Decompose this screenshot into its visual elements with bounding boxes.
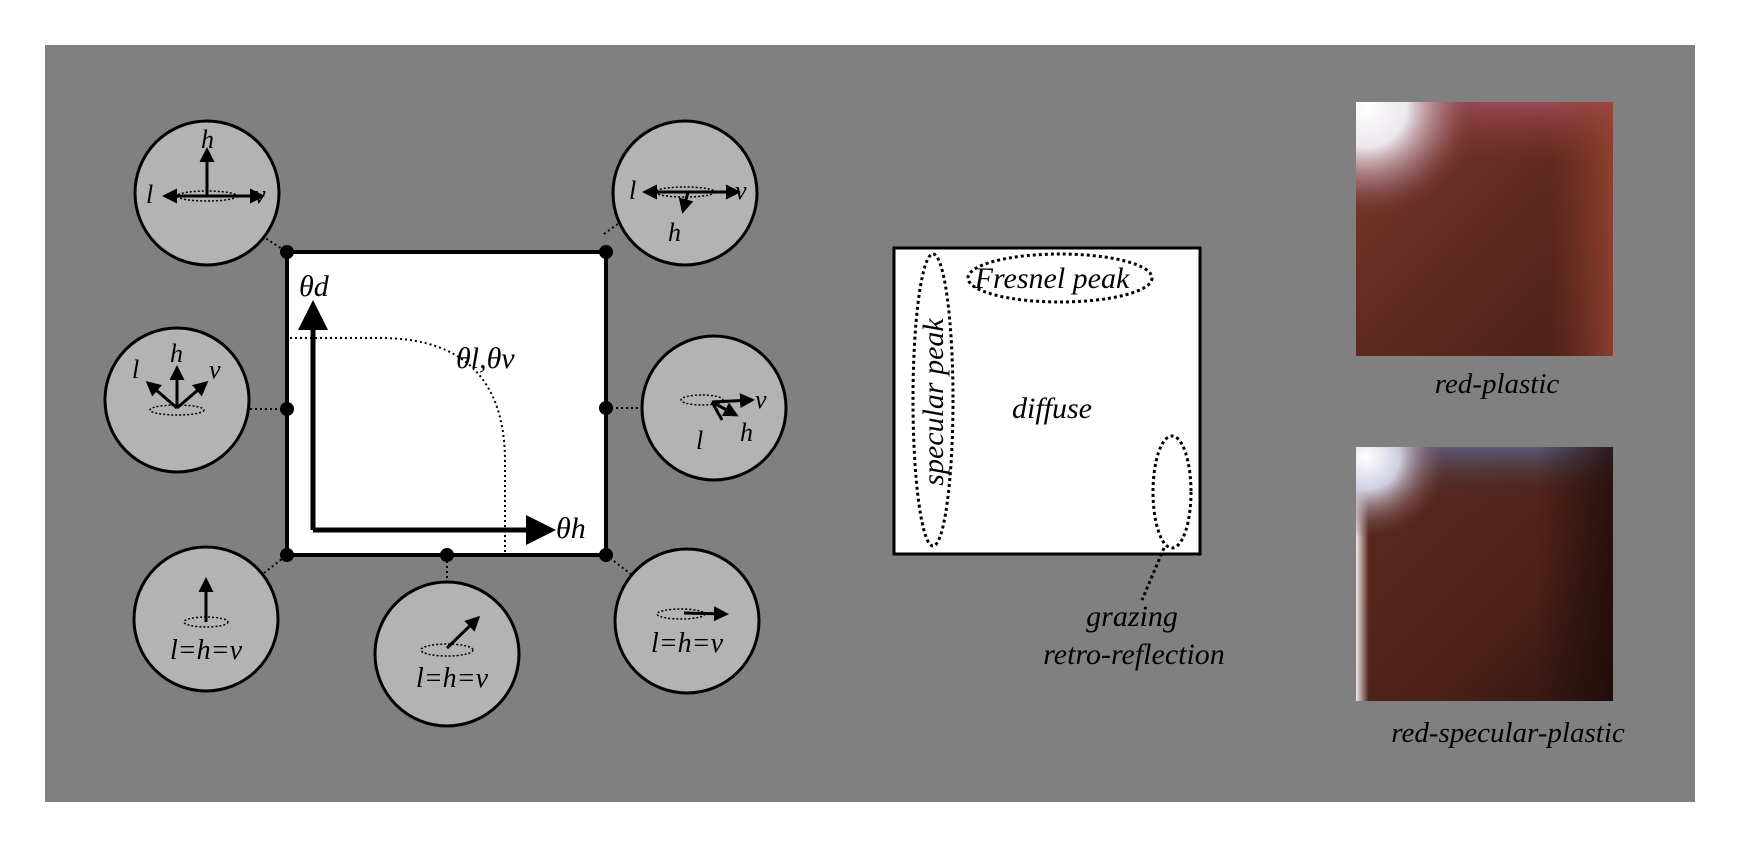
retro-reflection-leader (1140, 547, 1166, 601)
iso-curve (290, 337, 506, 555)
equal-label: l=h=v (651, 628, 724, 659)
h-label: h (740, 418, 753, 447)
h-label: h (201, 125, 214, 154)
specular-peak-label: specular peak (917, 318, 950, 486)
v-label: v (735, 176, 747, 205)
v-label: v (755, 385, 767, 414)
fresnel-peak-ellipse (966, 252, 1154, 304)
h-label: h (170, 339, 183, 368)
red-specular-plastic-caption: red-specular-plastic (1391, 717, 1625, 749)
grazing-label: grazing (1086, 600, 1178, 633)
theta-d-label: θd (299, 270, 330, 303)
specular-peak-ellipse (911, 252, 955, 548)
config-disk-top-right: l v h (611, 119, 759, 267)
l-label: l (146, 180, 153, 209)
diffuse-label: diffuse (1012, 392, 1092, 425)
brdf-regions-diagram: Fresnel peak specular peak diffuse grazi… (892, 246, 1225, 671)
retro-reflection-ellipse (1151, 434, 1193, 550)
red-plastic-caption: red-plastic (1435, 368, 1560, 400)
v-label: v (209, 355, 221, 384)
domain-box (285, 250, 608, 557)
h-label: h (668, 218, 681, 247)
l-label: l (629, 176, 636, 205)
config-disk-bottom-center: l=h=v (373, 580, 521, 728)
config-disk-bottom-right: l=h=v (613, 547, 761, 695)
equal-label: l=h=v (416, 663, 489, 694)
l-label: l (696, 426, 703, 455)
v-label: v (254, 180, 266, 209)
fresnel-peak-label: Fresnel peak (974, 262, 1130, 295)
anchor-dots (280, 245, 613, 562)
config-disk-bottom-left: l=h=v (132, 545, 280, 693)
angle-domain-diagram: θd θh θl,θv l v h (103, 119, 788, 728)
theta-h-label: θh (556, 512, 586, 545)
retro-reflection-label: retro-reflection (1043, 638, 1225, 671)
config-disk-middle-right: v h l (640, 334, 788, 482)
equal-label: l=h=v (170, 635, 243, 666)
theta-lv-label: θl,θv (456, 342, 515, 375)
red-specular-plastic-swatch (1356, 447, 1613, 701)
regions-box (892, 246, 1202, 556)
config-disk-middle-left: l h v (103, 326, 251, 474)
l-label: l (132, 355, 139, 384)
red-plastic-swatch (1356, 102, 1613, 356)
config-disk-top-left: l v h (133, 119, 281, 267)
